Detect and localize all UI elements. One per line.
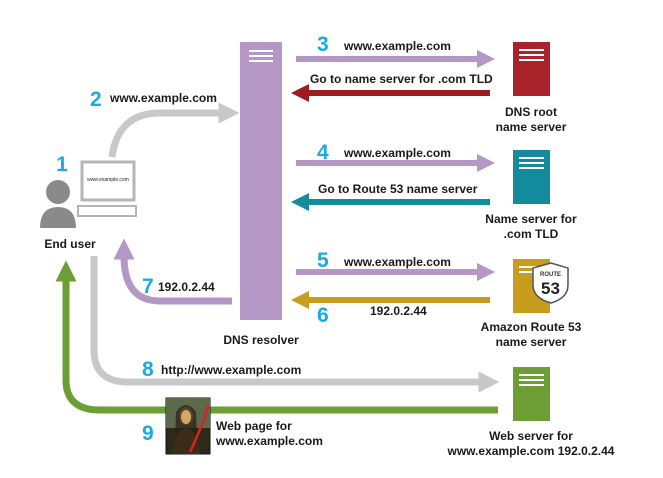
route53-badge-top: ROUTE bbox=[540, 272, 561, 278]
step-6-label: 192.0.2.44 bbox=[370, 304, 427, 318]
web-server bbox=[513, 367, 550, 421]
route53-name-server: ROUTE 53 bbox=[513, 259, 569, 313]
route53-shield-icon: ROUTE 53 bbox=[532, 262, 569, 304]
step-2-label: www.example.com bbox=[109, 91, 217, 105]
step-9-label-1: Web page for bbox=[216, 419, 292, 433]
step-3-number: 3 bbox=[317, 33, 329, 56]
end-user-label: End user bbox=[44, 237, 96, 251]
server-icon bbox=[519, 49, 544, 61]
server-icon bbox=[519, 157, 544, 169]
step-8-label: http://www.example.com bbox=[161, 363, 301, 377]
web-server-label-1: Web server for bbox=[489, 429, 573, 443]
dns-root-label-2: name server bbox=[496, 120, 567, 134]
step-8-number: 8 bbox=[142, 358, 154, 381]
server-icon bbox=[519, 266, 544, 273]
dns-resolver-label: DNS resolver bbox=[223, 333, 299, 347]
server-icon bbox=[519, 374, 544, 386]
step-4-number: 4 bbox=[317, 141, 329, 164]
mona-lisa-image-icon bbox=[165, 397, 211, 455]
step-5-number: 5 bbox=[317, 249, 329, 272]
screen-text: www.example.com bbox=[87, 177, 129, 183]
step-3-label: www.example.com bbox=[343, 39, 451, 53]
step-2-number: 2 bbox=[90, 88, 102, 111]
step-7-number: 7 bbox=[142, 275, 154, 298]
step-1-number: 1 bbox=[56, 153, 68, 176]
step-9-label-2: www.example.com bbox=[215, 434, 323, 448]
arrow-step-2 bbox=[108, 102, 240, 158]
step-7-label: 192.0.2.44 bbox=[158, 280, 215, 294]
step-6-number: 6 bbox=[317, 304, 329, 327]
tld-label-2: .com TLD bbox=[504, 227, 559, 241]
step-4-reply-label: Go to Route 53 name server bbox=[318, 182, 478, 196]
step-3-reply-label: Go to name server for .com TLD bbox=[310, 72, 493, 86]
step-9-number: 9 bbox=[142, 422, 154, 445]
route53-label-1: Amazon Route 53 bbox=[481, 320, 582, 334]
arrow-step-7 bbox=[113, 238, 232, 305]
user-icon bbox=[40, 180, 76, 228]
web-server-label-2: www.example.com 192.0.2.44 bbox=[447, 444, 615, 458]
arrow-step-9 bbox=[55, 260, 498, 414]
dns-root-label-1: DNS root bbox=[505, 105, 557, 119]
route53-label-2: name server bbox=[496, 335, 567, 349]
tld-name-server bbox=[513, 150, 550, 204]
dns-root-server bbox=[513, 42, 550, 96]
server-icon bbox=[249, 50, 273, 62]
computer-icon: www.example.com bbox=[77, 160, 137, 217]
tld-label-1: Name server for bbox=[485, 212, 577, 226]
step-5-label: www.example.com bbox=[343, 255, 451, 269]
dns-resolver bbox=[240, 42, 282, 320]
arrow-step-8 bbox=[90, 256, 500, 393]
route53-badge-number: 53 bbox=[541, 279, 560, 298]
step-4-label: www.example.com bbox=[343, 146, 451, 160]
